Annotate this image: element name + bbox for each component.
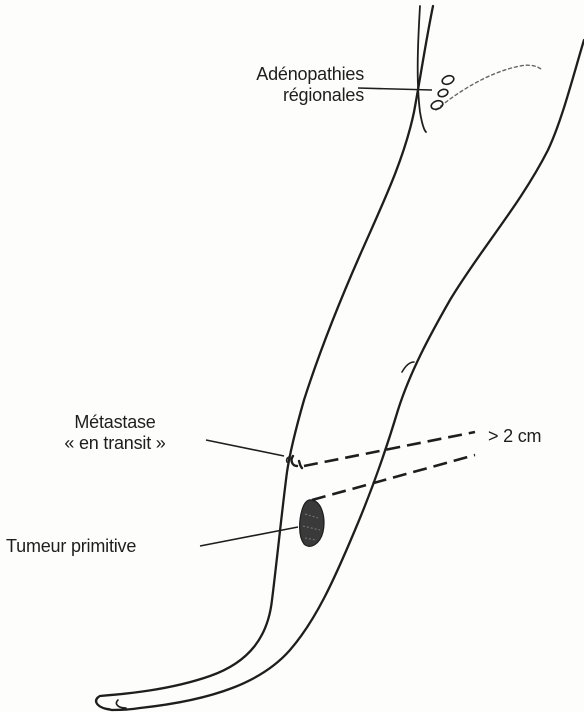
- lymph-node: [437, 88, 449, 98]
- label-metastasis: Métastase « en transit »: [40, 412, 190, 454]
- toes-outline: [96, 696, 126, 709]
- label-primary-tumor: Tumeur primitive: [6, 536, 198, 557]
- leg-front-outline: [96, 6, 433, 710]
- label-adenopathies: Adénopathies régionales: [186, 64, 364, 106]
- leader-line-adenopathies: [358, 88, 432, 90]
- lymph-nodes: [430, 74, 455, 111]
- distance-dashed-line-middle: [300, 418, 475, 420]
- label-metastasis-line1: Métastase: [40, 412, 190, 433]
- label-metastasis-line2: « en transit »: [40, 433, 190, 454]
- label-adenopathies-line1: Adénopathies: [186, 64, 364, 85]
- distance-dashed-line-lower: [312, 455, 475, 500]
- transit-metastasis: [292, 456, 302, 468]
- groin-skin-line: [436, 65, 542, 110]
- leader-line-tumor: [200, 527, 298, 546]
- label-distance: > 2 cm: [488, 426, 541, 447]
- label-adenopathies-line2: régionales: [186, 85, 364, 106]
- leg-back-outline: [112, 40, 584, 710]
- lymph-node: [441, 74, 455, 86]
- leader-line-metastasis: [206, 440, 284, 456]
- lymph-node: [430, 99, 444, 111]
- distance-dashed-line-top: [395, 420, 475, 436]
- primary-tumor: [300, 500, 324, 547]
